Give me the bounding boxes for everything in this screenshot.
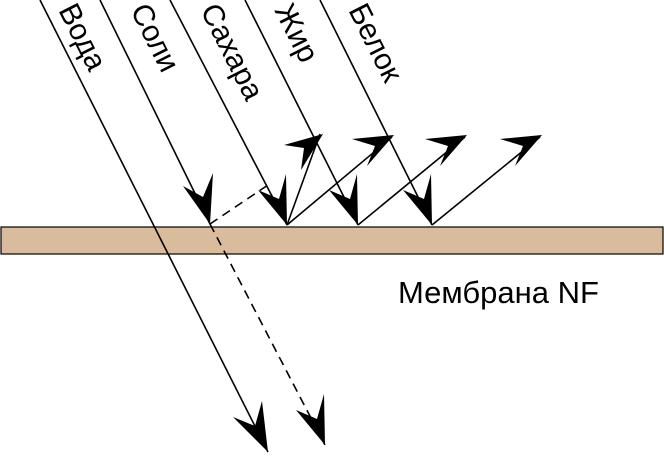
- water-arrow: [39, 0, 269, 453]
- label-water: Вода: [52, 0, 113, 76]
- sugars-incident-arrow: [169, 0, 288, 226]
- label-fat: Жир: [268, 0, 325, 68]
- protein-reflect-arrowhead-2: [500, 135, 542, 166]
- label-protein: Белок: [342, 0, 409, 88]
- label-sugars: Сахара: [194, 0, 270, 106]
- sugars-reflect-arrowhead: [284, 134, 323, 170]
- salts-reflect-dashed: [209, 184, 269, 225]
- fat-incident-arrow: [244, 0, 359, 226]
- membrane-label: Мембрана NF: [398, 275, 599, 310]
- salts-permeate-dashed: [209, 223, 326, 446]
- fat-incident-arrowhead: [329, 174, 358, 225]
- protein-incident-arrowhead: [403, 174, 432, 225]
- membrane: [0, 226, 664, 255]
- fat-reflect-arrowhead: [352, 135, 394, 166]
- sugars-reflect-arrow: [286, 133, 321, 226]
- water-arrowhead: [233, 401, 268, 452]
- salts-incident-arrow: [99, 0, 211, 225]
- salts-incident-arrowhead: [183, 173, 213, 224]
- protein-reflect-arrowhead-1: [425, 135, 467, 166]
- sugars-incident-arrowhead: [258, 174, 287, 225]
- salts-permeate-arrowhead: [296, 394, 325, 445]
- protein-incident-arrow: [319, 0, 433, 226]
